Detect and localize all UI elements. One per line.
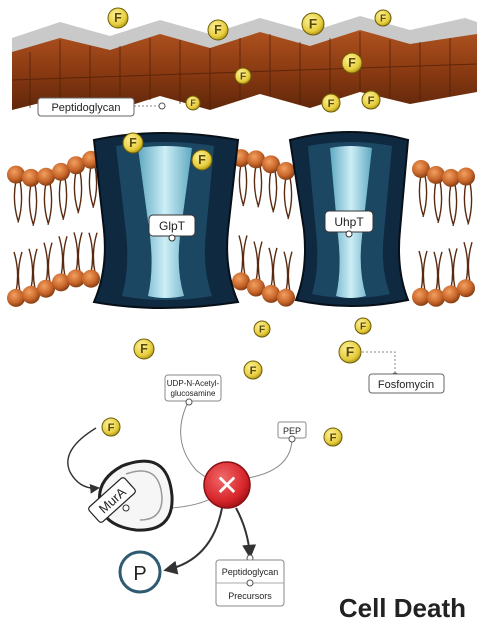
fosfomycin-glyph: F — [140, 342, 148, 356]
fosfomycin-glyph: F — [368, 95, 375, 107]
fosfomycin-glyph: F — [114, 11, 122, 25]
phosphate-node: P — [120, 552, 160, 592]
mura-enzyme: MurA — [87, 461, 172, 530]
fosfomycin-glyph: F — [259, 324, 265, 335]
fosfomycin-glyph: F — [108, 422, 115, 434]
fosfomycin-glyph: F — [190, 98, 196, 108]
lipid-head — [277, 289, 295, 307]
fosfomycin-glyph: F — [330, 432, 337, 444]
fosfomycin-molecule: F — [254, 321, 270, 337]
fosfomycin-molecule: F — [362, 91, 380, 109]
uhpt-label: UhpT — [334, 215, 364, 229]
fosfomycin-glyph: F — [198, 153, 206, 167]
fosfomycin-molecule: F — [355, 318, 371, 334]
glpt-label: GlpT — [159, 219, 186, 233]
fosfomycin-label: Fosfomycin — [378, 379, 434, 391]
fosfomycin-glyph: F — [380, 13, 386, 24]
fosfomycin-glyph: F — [348, 56, 356, 70]
fosfomycin-molecule: F — [102, 418, 120, 436]
fosfomycin-glyph: F — [346, 345, 354, 360]
fosfomycin-molecule: F — [108, 8, 128, 28]
udp-glcnac-callout: UDP-N-Acetyl- glucosamine — [165, 375, 221, 405]
lipid-head — [52, 273, 70, 291]
lipid-head — [277, 162, 295, 180]
lipid-head — [457, 279, 475, 297]
fosfomycin-molecule: F — [339, 341, 361, 363]
lipid-head — [82, 270, 100, 288]
fosfomycin-to-mura-arrow — [68, 428, 98, 488]
fosfomycin-molecule: F — [375, 10, 391, 26]
fosfomycin-callout: Fosfomycin — [362, 352, 444, 393]
fosfomycin-glyph: F — [214, 23, 222, 37]
fosfomycin-molecule: F — [342, 53, 362, 73]
pep-callout: PEP — [278, 422, 306, 442]
precursors-callout: Peptidoglycan Precursors — [216, 555, 284, 606]
precursors-line1: Peptidoglycan — [222, 567, 279, 577]
fosfomycin-glyph: F — [240, 71, 246, 82]
fosfomycin-molecule: F — [192, 150, 212, 170]
brand-part1: Cell — [339, 593, 394, 623]
lipid-head — [7, 166, 25, 184]
inhibit-symbol: ✕ — [215, 469, 238, 502]
lipid-head — [427, 289, 445, 307]
fosfomycin-glyph: F — [328, 98, 335, 110]
inhibition-icon: ✕ — [204, 462, 250, 508]
lipid-head — [457, 168, 475, 186]
fosfomycin-molecule: F — [235, 68, 251, 84]
fosfomycin-glyph: F — [309, 17, 317, 32]
fosfomycin-molecule: F — [322, 94, 340, 112]
pep-label: PEP — [283, 426, 301, 436]
cell-death-logo: Cell Death — [339, 593, 466, 623]
fosfomycin-molecule: F — [302, 13, 324, 35]
brand-part2: Death — [394, 593, 466, 623]
to-precursors-arrow — [236, 508, 250, 556]
lipid-head — [262, 285, 280, 303]
fosfomycin-glyph: F — [360, 321, 366, 332]
fosfomycin-molecule: F — [244, 361, 262, 379]
fosfomycin-glyph: F — [129, 136, 137, 150]
lipid-head — [427, 166, 445, 184]
fosfomycin-molecule: F — [208, 20, 228, 40]
lipid-head — [7, 289, 25, 307]
fosfomycin-molecule: F — [123, 133, 143, 153]
udp-label-line2: glucosamine — [171, 389, 216, 398]
udp-label-line1: UDP-N-Acetyl- — [167, 379, 220, 388]
fosfomycin-glyph: F — [250, 365, 257, 377]
fosfomycin-molecule: F — [186, 96, 200, 110]
peptidoglycan-label: Peptidoglycan — [51, 102, 120, 114]
fosfomycin-molecule: F — [134, 339, 154, 359]
svg-text:Cell Death: Cell Death — [339, 593, 466, 623]
peptidoglycan-callout: Peptidoglycan — [38, 98, 165, 116]
phosphate-label: P — [133, 563, 146, 585]
precursors-line2: Precursors — [228, 591, 272, 601]
fosfomycin-molecule: F — [324, 428, 342, 446]
to-phosphate-arrow — [166, 508, 222, 570]
